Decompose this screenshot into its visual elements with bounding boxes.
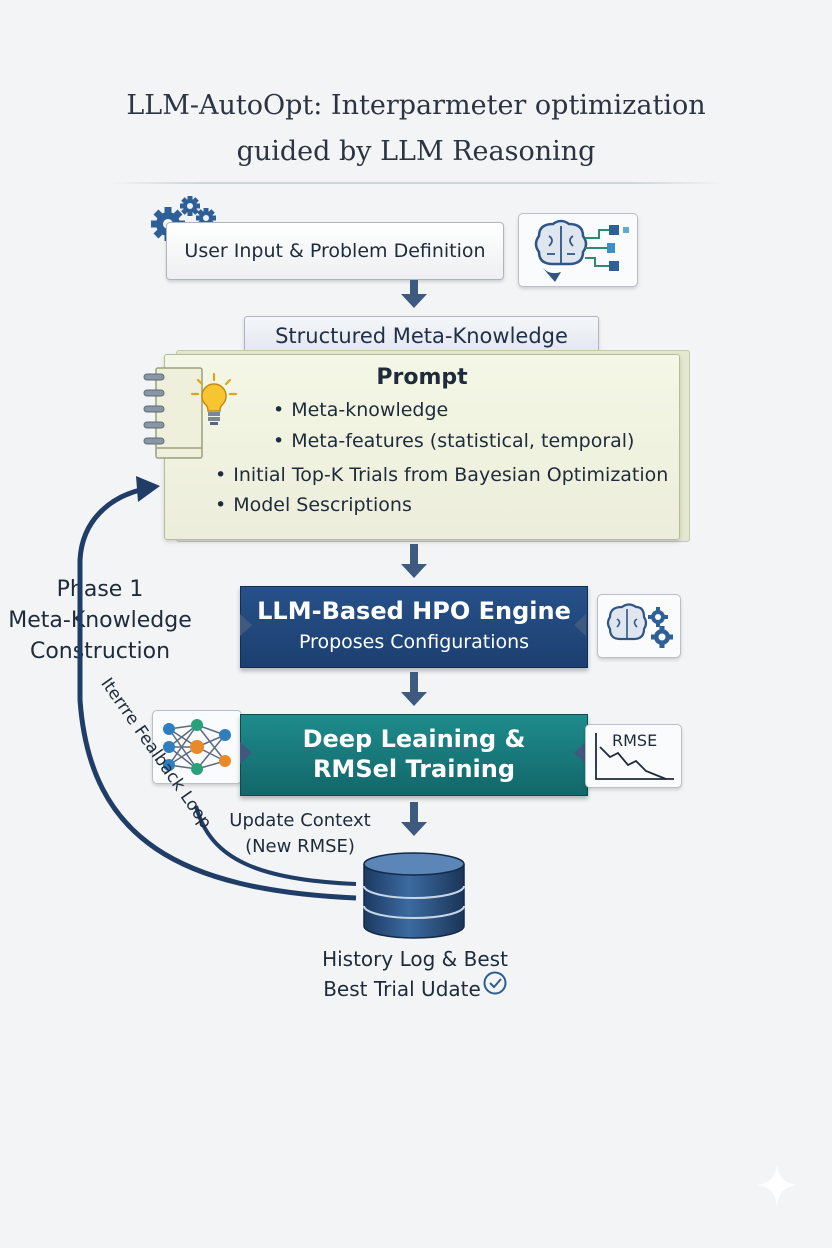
history-line-1: History Log & Best [322, 947, 508, 971]
arrow-into-hpo-left [240, 614, 252, 636]
check-circle-icon [482, 970, 508, 996]
prompt-item: Model Sescriptions [215, 494, 412, 516]
arrow-into-hpo [574, 614, 586, 636]
arrow-down-4 [401, 822, 427, 836]
notebook-icon [142, 366, 204, 464]
title-divider [108, 182, 724, 184]
arrow-stem-3 [410, 672, 418, 694]
meta-knowledge-tab: Structured Meta-Knowledge [244, 316, 599, 356]
phase-line-1: Phase 1 [56, 577, 144, 602]
phase-label: Phase 1 Meta-Knowledge Construction [0, 574, 200, 667]
prompt-item: Meta-features (statistical, temporal) [273, 430, 634, 452]
arrow-stem-2 [410, 544, 418, 566]
arrow-stem-4 [410, 802, 418, 824]
training-box: Deep Leaining & RMSel Training [240, 714, 588, 796]
user-input-label: User Input & Problem Definition [184, 240, 486, 262]
training-line-2: RMSel Training [312, 755, 516, 783]
arrow-into-training-left [240, 742, 252, 764]
history-label: History Log & Best Best Trial Udate [290, 944, 540, 1004]
hpo-engine-subtitle: Proposes Configurations [298, 631, 530, 653]
arrow-stem-1 [410, 280, 418, 296]
prompt-item: Meta-knowledge [273, 399, 448, 421]
arrow-down-3 [401, 692, 427, 706]
arrow-down-1 [401, 294, 427, 308]
prompt-panel: Prompt Meta-knowledge Meta-features (sta… [164, 354, 680, 540]
arrow-down-2 [401, 564, 427, 578]
prompt-item: Initial Top-K Trials from Bayesian Optim… [215, 464, 668, 486]
diagram-title-line-2: guided by LLM Reasoning [236, 136, 596, 167]
training-line-1: Deep Leaining & [302, 725, 526, 753]
lightbulb-icon [190, 372, 238, 428]
arrow-into-training-right [574, 742, 586, 764]
user-input-box: User Input & Problem Definition [166, 222, 504, 280]
history-line-2: Best Trial Udate [323, 977, 481, 1001]
database-icon [360, 850, 468, 940]
brain-gears-icon [597, 594, 681, 658]
diagram-title-line-1: LLM-AutoOpt: Interparmeter optimization [126, 90, 706, 121]
hpo-engine-box: LLM-Based HPO Engine Proposes Configurat… [240, 586, 588, 668]
brain-circuit-icon [518, 213, 638, 287]
rmse-label: RMSE [612, 731, 658, 750]
rmse-chart-icon: RMSE [585, 724, 682, 788]
update-context-line-1: Update Context [229, 810, 371, 831]
sparkle-icon [752, 1160, 802, 1210]
phase-line-2: Meta-Knowledge [8, 608, 192, 633]
update-context-label: Update Context (New RMSE) [210, 808, 390, 860]
meta-knowledge-label: Structured Meta-Knowledge [275, 324, 568, 348]
neural-network-icon [152, 710, 242, 784]
hpo-engine-title: LLM-Based HPO Engine [257, 597, 571, 625]
phase-line-3: Construction [29, 639, 171, 664]
prompt-heading: Prompt [376, 365, 468, 390]
update-context-line-2: (New RMSE) [245, 836, 355, 857]
